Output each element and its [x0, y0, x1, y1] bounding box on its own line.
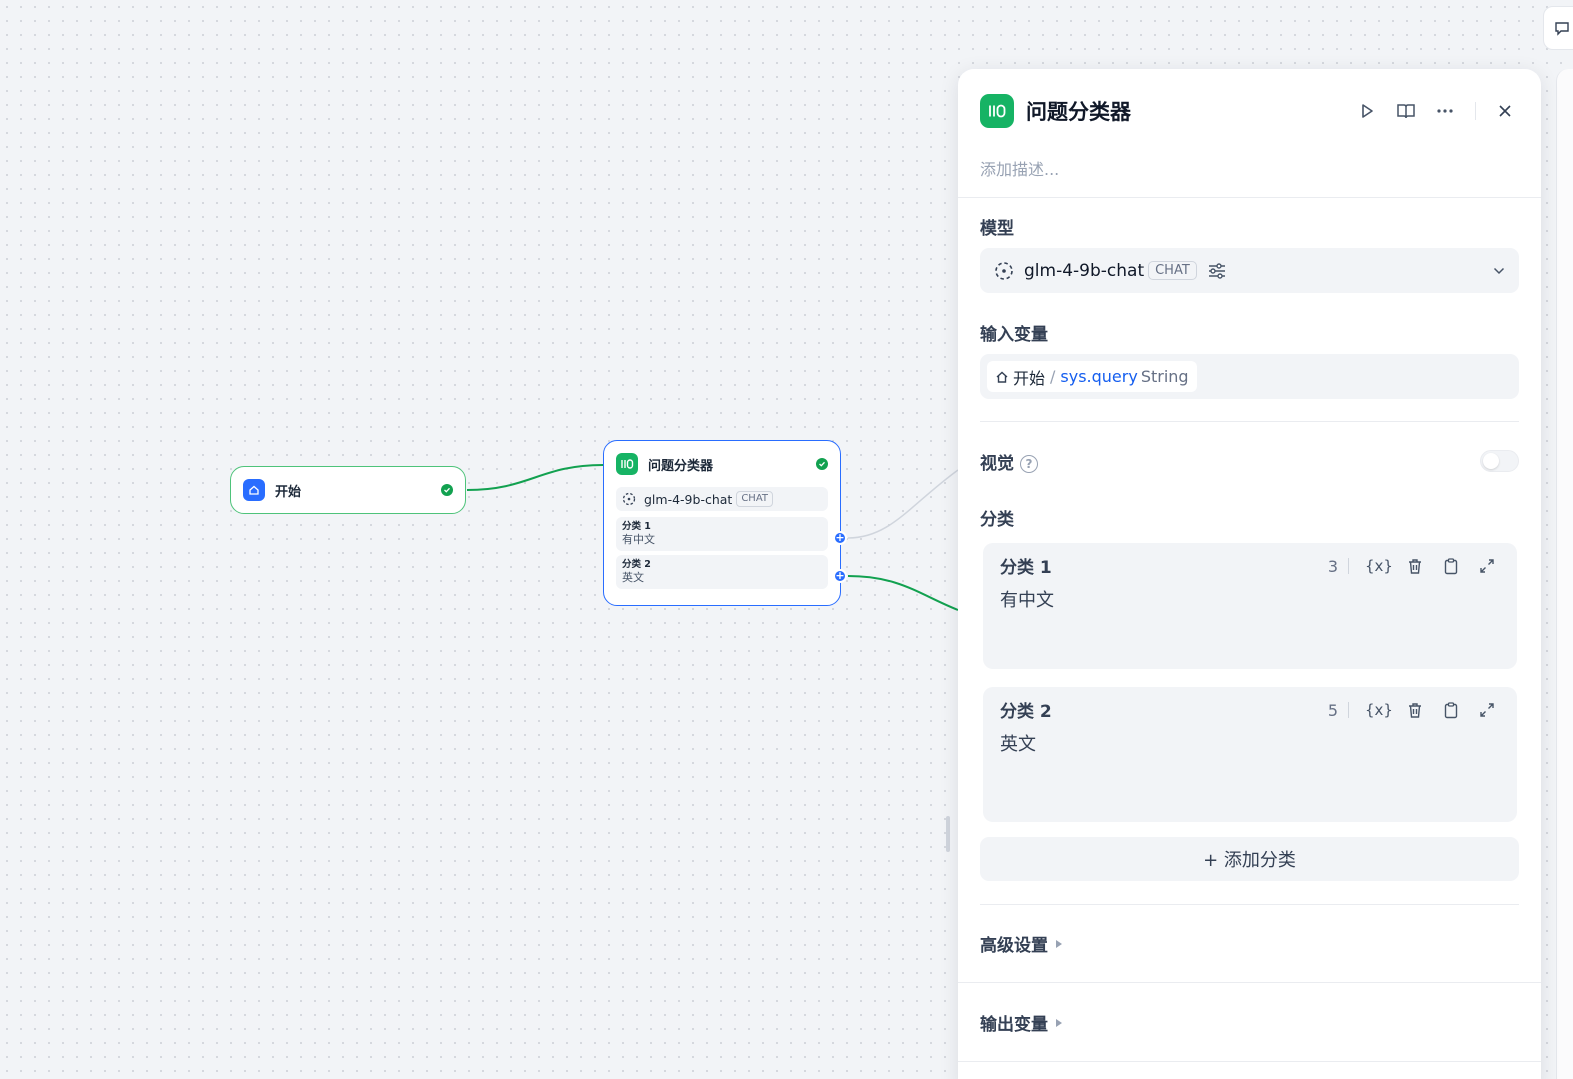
- add-class-button[interactable]: + 添加分类: [980, 837, 1519, 881]
- feedback-button[interactable]: [1543, 6, 1573, 50]
- edge-class2-out: [847, 575, 959, 611]
- model-label: 模型: [980, 219, 1014, 239]
- class2-output-handle[interactable]: +: [833, 569, 847, 583]
- docs-button[interactable]: [1392, 97, 1420, 125]
- node-class-name: 分类 2: [622, 559, 651, 570]
- caret-right-icon: [1056, 1018, 1062, 1027]
- tools-divider: [1348, 702, 1349, 718]
- edge-class1-out: [847, 469, 959, 539]
- start-node-title: 开始: [275, 484, 302, 500]
- model-name: glm-4-9b-chat: [1024, 260, 1145, 281]
- home-icon: [243, 479, 265, 501]
- node-class-name: 分类 1: [622, 521, 651, 532]
- class-name: 分类 1: [1000, 558, 1052, 578]
- close-button[interactable]: [1491, 97, 1519, 125]
- output-variables-toggle[interactable]: 输出变量: [980, 1010, 1062, 1035]
- classifier-node[interactable]: 问题分类器 glm-4-9b-chat CHAT 分类 1 有中文 分类 2 英…: [603, 440, 847, 606]
- expand-icon[interactable]: [1473, 554, 1501, 578]
- variable-type: String: [1140, 367, 1189, 386]
- more-button[interactable]: [1431, 97, 1459, 125]
- node-class-value: 有中文: [622, 533, 655, 546]
- class-card[interactable]: 分类 1 有中文 3 {x}: [983, 543, 1517, 669]
- header-divider: [1475, 102, 1476, 120]
- panel-header: 问题分类器: [980, 94, 1519, 128]
- node-model-tag: CHAT: [736, 491, 773, 507]
- panel-resize-handle[interactable]: [946, 816, 950, 852]
- divider: [980, 421, 1519, 422]
- close-icon: [1499, 105, 1511, 117]
- divider: [958, 982, 1541, 983]
- divider: [958, 1061, 1541, 1062]
- node-model-name: glm-4-9b-chat: [644, 491, 733, 507]
- advanced-settings-label: 高级设置: [980, 936, 1048, 956]
- output-variables-label: 输出变量: [980, 1015, 1048, 1035]
- advanced-settings-toggle[interactable]: 高级设置: [980, 931, 1062, 956]
- help-icon[interactable]: ?: [1020, 455, 1038, 473]
- model-selector[interactable]: glm-4-9b-chat CHAT: [980, 248, 1519, 293]
- class-name: 分类 2: [1000, 702, 1052, 722]
- variable-separator: /: [1050, 367, 1056, 386]
- class-value-input[interactable]: 英文: [1000, 734, 1036, 755]
- model-provider-icon: [622, 492, 636, 506]
- vision-label: 视觉: [980, 454, 1014, 474]
- variable-name: sys.query: [1060, 367, 1138, 386]
- book-icon: [1397, 104, 1415, 119]
- caret-right-icon: [1056, 939, 1062, 948]
- divider: [980, 904, 1519, 905]
- variable-pill[interactable]: 开始 / sys.query String: [987, 361, 1197, 392]
- char-count: 5: [1327, 700, 1338, 720]
- vision-label-row: 视觉?: [980, 449, 1038, 474]
- insert-variable-button[interactable]: {x}: [1365, 557, 1393, 575]
- background-panel-edge: [1556, 69, 1573, 1079]
- tools-divider: [1348, 558, 1349, 574]
- divider: [958, 197, 1541, 198]
- expand-icon[interactable]: [1473, 698, 1501, 722]
- insert-variable-button[interactable]: {x}: [1365, 701, 1393, 719]
- model-tag: CHAT: [1148, 261, 1197, 280]
- success-check-icon: [816, 458, 828, 470]
- node-class-item: 分类 1 有中文: [616, 517, 828, 551]
- class-value-input[interactable]: 有中文: [1000, 590, 1054, 611]
- class1-output-handle[interactable]: +: [833, 531, 847, 545]
- node-class-value: 英文: [622, 571, 644, 584]
- chat-icon: [1555, 22, 1569, 36]
- home-icon: [996, 371, 1008, 383]
- clipboard-icon[interactable]: [1437, 698, 1465, 722]
- toggle-knob: [1483, 453, 1499, 469]
- model-provider-icon: [995, 261, 1013, 280]
- description-input[interactable]: 添加描述...: [980, 160, 1060, 179]
- run-button[interactable]: [1353, 97, 1381, 125]
- node-settings-panel: 问题分类器 添加描述... 模型 glm-4-9b-chat CHAT 输入变量…: [958, 69, 1541, 1079]
- classifier-icon: [980, 94, 1014, 128]
- edge-start-to-classifier: [466, 464, 604, 491]
- start-node[interactable]: 开始: [230, 466, 466, 514]
- classifier-node-title: 问题分类器: [648, 458, 714, 474]
- classifier-icon: [616, 453, 638, 475]
- play-icon: [1362, 104, 1373, 118]
- model-params-icon[interactable]: [1207, 262, 1227, 280]
- clipboard-icon[interactable]: [1437, 554, 1465, 578]
- class-tools: 5 {x}: [1328, 698, 1501, 722]
- vision-toggle[interactable]: [1480, 450, 1519, 472]
- input-variable-selector[interactable]: 开始 / sys.query String: [980, 354, 1519, 399]
- classes-label: 分类: [980, 510, 1014, 530]
- char-count: 3: [1327, 556, 1338, 576]
- chevron-down-icon: [1493, 267, 1505, 274]
- node-model-row: glm-4-9b-chat CHAT: [616, 487, 828, 511]
- more-icon: [1437, 109, 1453, 113]
- class-card[interactable]: 分类 2 英文 5 {x}: [983, 687, 1517, 822]
- panel-title: 问题分类器: [1026, 100, 1131, 124]
- variable-node-name: 开始: [1013, 368, 1046, 388]
- class-tools: 3 {x}: [1328, 554, 1501, 578]
- delete-icon[interactable]: [1401, 554, 1429, 578]
- node-class-item: 分类 2 英文: [616, 555, 828, 589]
- delete-icon[interactable]: [1401, 698, 1429, 722]
- input-variable-label: 输入变量: [980, 325, 1048, 345]
- success-check-icon: [441, 484, 453, 496]
